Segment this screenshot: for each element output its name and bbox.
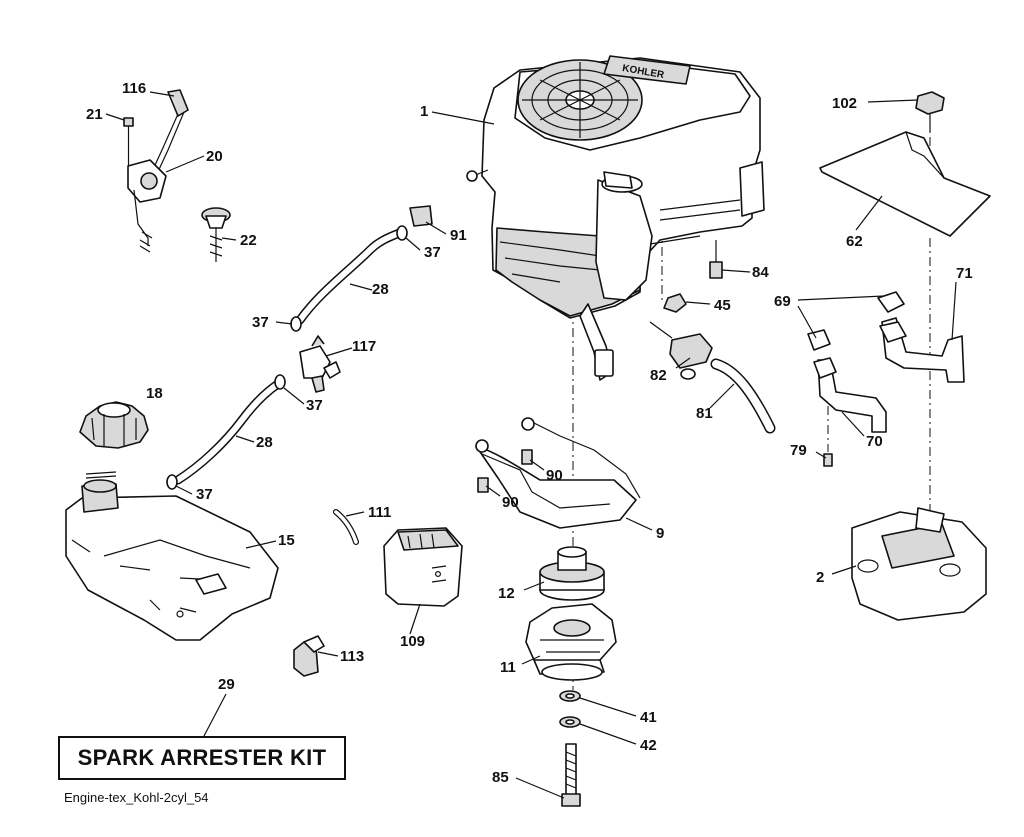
engine-assembly: KOHLER bbox=[466, 55, 765, 381]
muffler-heat-shield bbox=[819, 91, 991, 237]
callout-90-lower: 90 bbox=[502, 494, 519, 511]
callout-116: 116 bbox=[122, 80, 146, 97]
spark-arrester-kit-label: SPARK ARRESTER KIT bbox=[77, 745, 327, 770]
fuel-filter bbox=[383, 527, 463, 607]
callout-102: 102 bbox=[832, 95, 857, 112]
callout-37-mid: 37 bbox=[252, 314, 269, 331]
spark-arrester-kit-box: SPARK ARRESTER KIT bbox=[58, 736, 346, 780]
callout-82: 82 bbox=[650, 367, 667, 384]
fuel-tank bbox=[65, 471, 279, 641]
callout-90-upper: 90 bbox=[546, 467, 563, 484]
hose-fitting bbox=[293, 635, 325, 677]
callout-15: 15 bbox=[278, 532, 295, 549]
callout-22: 22 bbox=[240, 232, 257, 249]
callout-79: 79 bbox=[790, 442, 807, 459]
callout-37-upper: 37 bbox=[424, 244, 441, 261]
callout-71: 71 bbox=[956, 265, 973, 282]
callout-11: 11 bbox=[500, 659, 516, 676]
mounting-bracket bbox=[475, 417, 641, 529]
callout-37-valve: 37 bbox=[306, 397, 323, 414]
pto-clutch-stack bbox=[525, 546, 617, 807]
callout-113: 113 bbox=[340, 648, 364, 665]
choke-knob bbox=[201, 207, 231, 262]
callout-28-lower: 28 bbox=[256, 434, 273, 451]
callout-numbers: 116 21 20 22 1 91 37 28 37 117 37 18 28 … bbox=[86, 80, 973, 786]
diagram-id-caption: Engine-tex_Kohl-2cyl_54 bbox=[64, 790, 209, 805]
callout-111: 111 bbox=[368, 504, 391, 521]
callout-2: 2 bbox=[816, 569, 824, 586]
callout-21: 21 bbox=[86, 106, 103, 123]
callout-42: 42 bbox=[640, 737, 657, 754]
callout-84: 84 bbox=[752, 264, 769, 281]
callout-81: 81 bbox=[696, 405, 713, 422]
callout-109: 109 bbox=[400, 633, 425, 650]
callout-18: 18 bbox=[146, 385, 163, 402]
muffler bbox=[851, 507, 987, 621]
throttle-control bbox=[123, 89, 189, 253]
callout-41: 41 bbox=[640, 709, 657, 726]
exhaust-pipes bbox=[807, 291, 965, 467]
fuel-lines bbox=[166, 205, 776, 545]
leader-lines bbox=[105, 91, 957, 799]
callout-12: 12 bbox=[498, 585, 515, 602]
callout-117: 117 bbox=[352, 338, 376, 355]
callout-37-lower: 37 bbox=[196, 486, 213, 503]
callout-62: 62 bbox=[846, 233, 863, 250]
callout-29: 29 bbox=[218, 676, 235, 693]
fuel-cap bbox=[79, 401, 149, 449]
callout-9: 9 bbox=[656, 525, 664, 542]
callout-85: 85 bbox=[492, 769, 509, 786]
callout-91: 91 bbox=[450, 227, 467, 244]
callout-20: 20 bbox=[206, 148, 223, 165]
fuel-shutoff-valve bbox=[299, 335, 341, 393]
callout-45: 45 bbox=[714, 297, 731, 314]
callout-69: 69 bbox=[774, 293, 791, 310]
callout-1: 1 bbox=[420, 103, 428, 120]
callout-70: 70 bbox=[866, 433, 883, 450]
callout-28-upper: 28 bbox=[372, 281, 389, 298]
engine-fasteners bbox=[649, 240, 723, 380]
